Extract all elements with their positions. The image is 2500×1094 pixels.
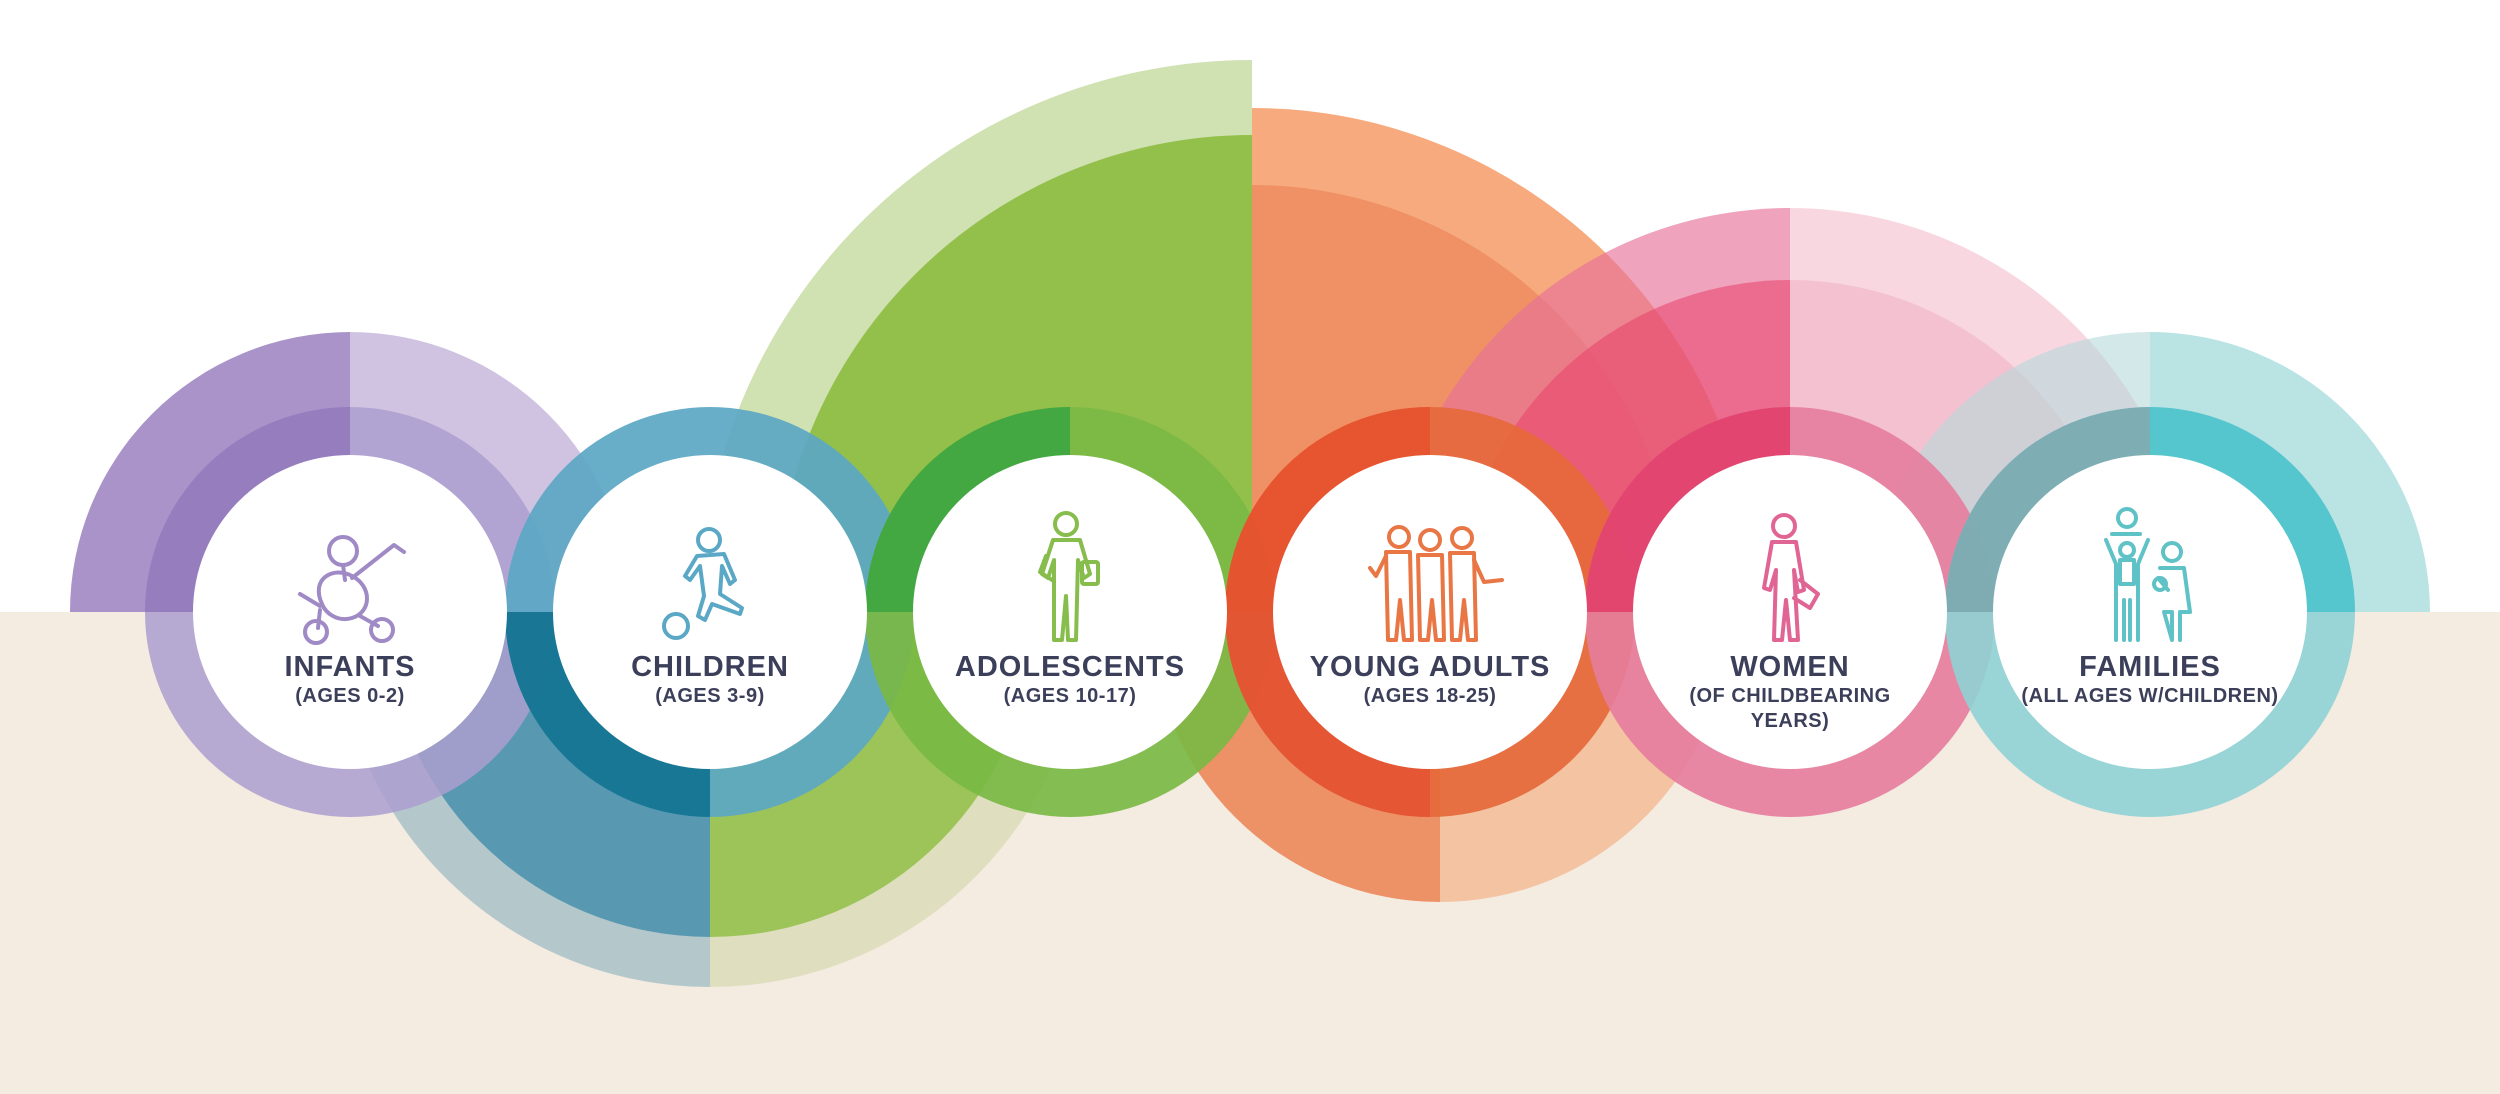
segment-subtitle: (AGES 18-25) (1363, 685, 1497, 707)
adolescent-icon (1038, 511, 1100, 642)
segment-title: WOMEN (1730, 651, 1850, 683)
segment-title: FAMILIES (2079, 651, 2221, 683)
segment-discs (193, 455, 2307, 769)
segment-subtitle: (AGES 3-9) (655, 685, 765, 707)
segment-subtitle: (AGES 10-17) (1003, 685, 1137, 707)
adolescents-disc (913, 455, 1227, 769)
segment-subtitle: (ALL AGES W/CHILDREN) (2021, 685, 2279, 707)
segment-title: INFANTS (284, 651, 416, 683)
women-label: WOMEN (OF CHILDBEARING YEARS) (1670, 650, 1910, 734)
infants-disc (193, 455, 507, 769)
family-icon (2104, 507, 2192, 642)
woman-icon (1762, 513, 1820, 642)
families-label: FAMILIES (ALL AGES W/CHILDREN) (2000, 650, 2300, 709)
stroller-icon (298, 535, 406, 645)
segment-title: CHILDREN (631, 651, 789, 683)
adolescents-label: ADOLESCENTS (AGES 10-17) (920, 650, 1220, 709)
children-label: CHILDREN (AGES 3-9) (560, 650, 860, 709)
group-icon (1368, 525, 1504, 642)
segment-subtitle: (AGES 0-2) (295, 685, 405, 707)
families-disc (1993, 455, 2307, 769)
segment-title: ADOLESCENTS (954, 651, 1186, 683)
segment-subtitle: (OF CHILDBEARING YEARS) (1689, 685, 1891, 732)
child-with-ball-icon (662, 527, 744, 640)
segment-title: YOUNG ADULTS (1309, 651, 1551, 683)
women-disc (1633, 455, 1947, 769)
young-adults-label: YOUNG ADULTS (AGES 18-25) (1280, 650, 1580, 709)
infants-label: INFANTS (AGES 0-2) (200, 650, 500, 709)
